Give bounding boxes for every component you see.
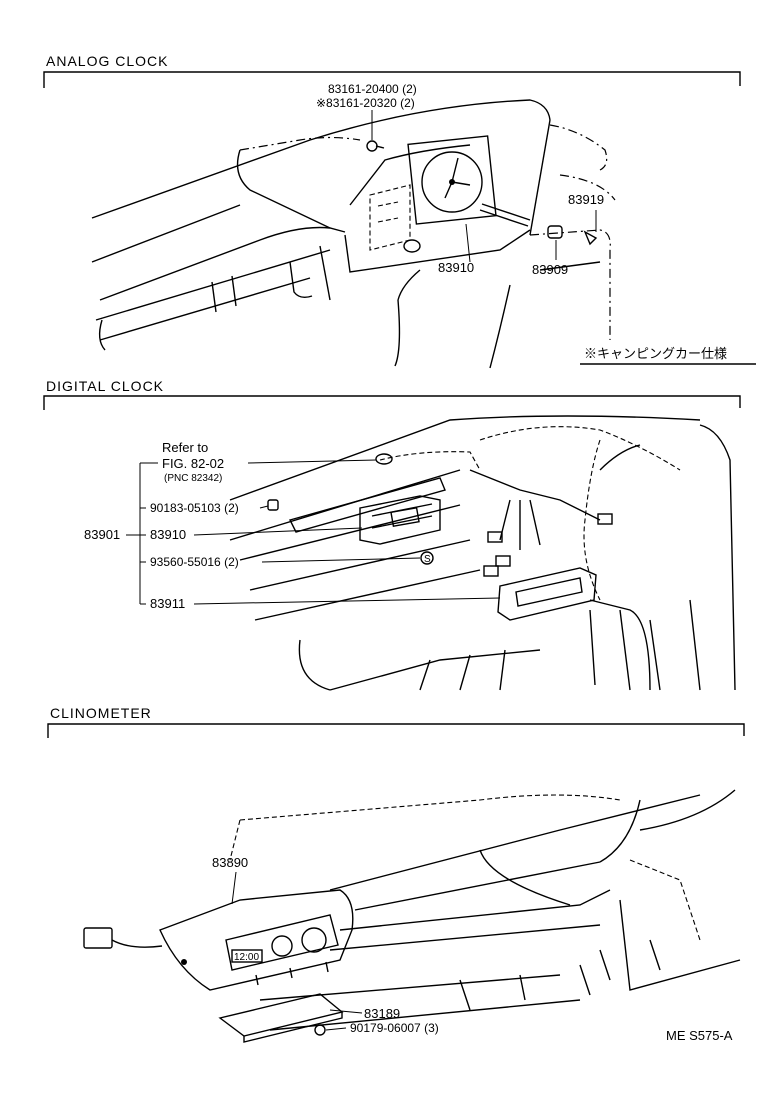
part-83161-20320: ※83161-20320 (2) bbox=[316, 96, 415, 110]
part-90183-05103: 90183-05103 (2) bbox=[150, 501, 239, 515]
leader-nut bbox=[325, 1027, 347, 1031]
part-83910-analog: 83910 bbox=[438, 260, 474, 275]
part-83161-20400: 83161-20400 (2) bbox=[328, 82, 417, 96]
part-83911: 83911 bbox=[150, 596, 185, 611]
digital-clock-section: DIGITAL CLOCK bbox=[43, 378, 741, 691]
part-83910-digital: 83910 bbox=[150, 527, 186, 542]
leader-bracket bbox=[329, 1009, 363, 1014]
analog-clock-section: ANALOG CLOCK bbox=[43, 53, 756, 369]
svg-text:S: S bbox=[424, 554, 431, 565]
leader-meter bbox=[231, 871, 237, 905]
clinometer-title: CLINOMETER bbox=[50, 705, 152, 721]
leader-clock bbox=[465, 223, 471, 263]
refer-to-text: Refer to bbox=[162, 440, 208, 455]
digital-clock-title: DIGITAL CLOCK bbox=[46, 378, 164, 394]
camping-car-note: ※キャンピングカー仕様 bbox=[584, 346, 727, 361]
analog-dashboard-drawing bbox=[91, 99, 616, 369]
leader-screw-s bbox=[261, 557, 421, 563]
part-83901: 83901 bbox=[84, 527, 120, 542]
analog-clock-title: ANALOG CLOCK bbox=[46, 53, 168, 69]
svg-text:12:00: 12:00 bbox=[234, 952, 259, 963]
part-90179-06007: 90179-06007 (3) bbox=[350, 1021, 439, 1035]
part-93560-55016: 93560-55016 (2) bbox=[150, 555, 239, 569]
footer-code: ME S575-A bbox=[666, 1028, 733, 1043]
leader-bolt bbox=[259, 505, 269, 509]
refer-pnc-text: (PNC 82342) bbox=[164, 473, 222, 484]
assembly-bracket bbox=[126, 462, 158, 605]
clinometer-section: CLINOMETER 12:00 bbox=[47, 705, 745, 1043]
clinometer-dashboard-drawing: 12:00 bbox=[83, 789, 741, 1043]
leader-bezel bbox=[193, 597, 501, 605]
part-83890: 83890 bbox=[212, 855, 248, 870]
part-83919: 83919 bbox=[568, 192, 604, 207]
part-83909: 83909 bbox=[532, 262, 568, 277]
refer-fig-text: FIG. 82-02 bbox=[162, 456, 224, 471]
leader-refer bbox=[247, 459, 377, 464]
leader-digital-clock bbox=[193, 527, 363, 536]
clinometer-section-bracket bbox=[47, 723, 745, 738]
digital-dashboard-drawing: S bbox=[229, 415, 736, 691]
digital-section-bracket bbox=[43, 395, 741, 410]
part-83189: 83189 bbox=[364, 1006, 400, 1021]
analog-section-bracket bbox=[43, 71, 741, 88]
